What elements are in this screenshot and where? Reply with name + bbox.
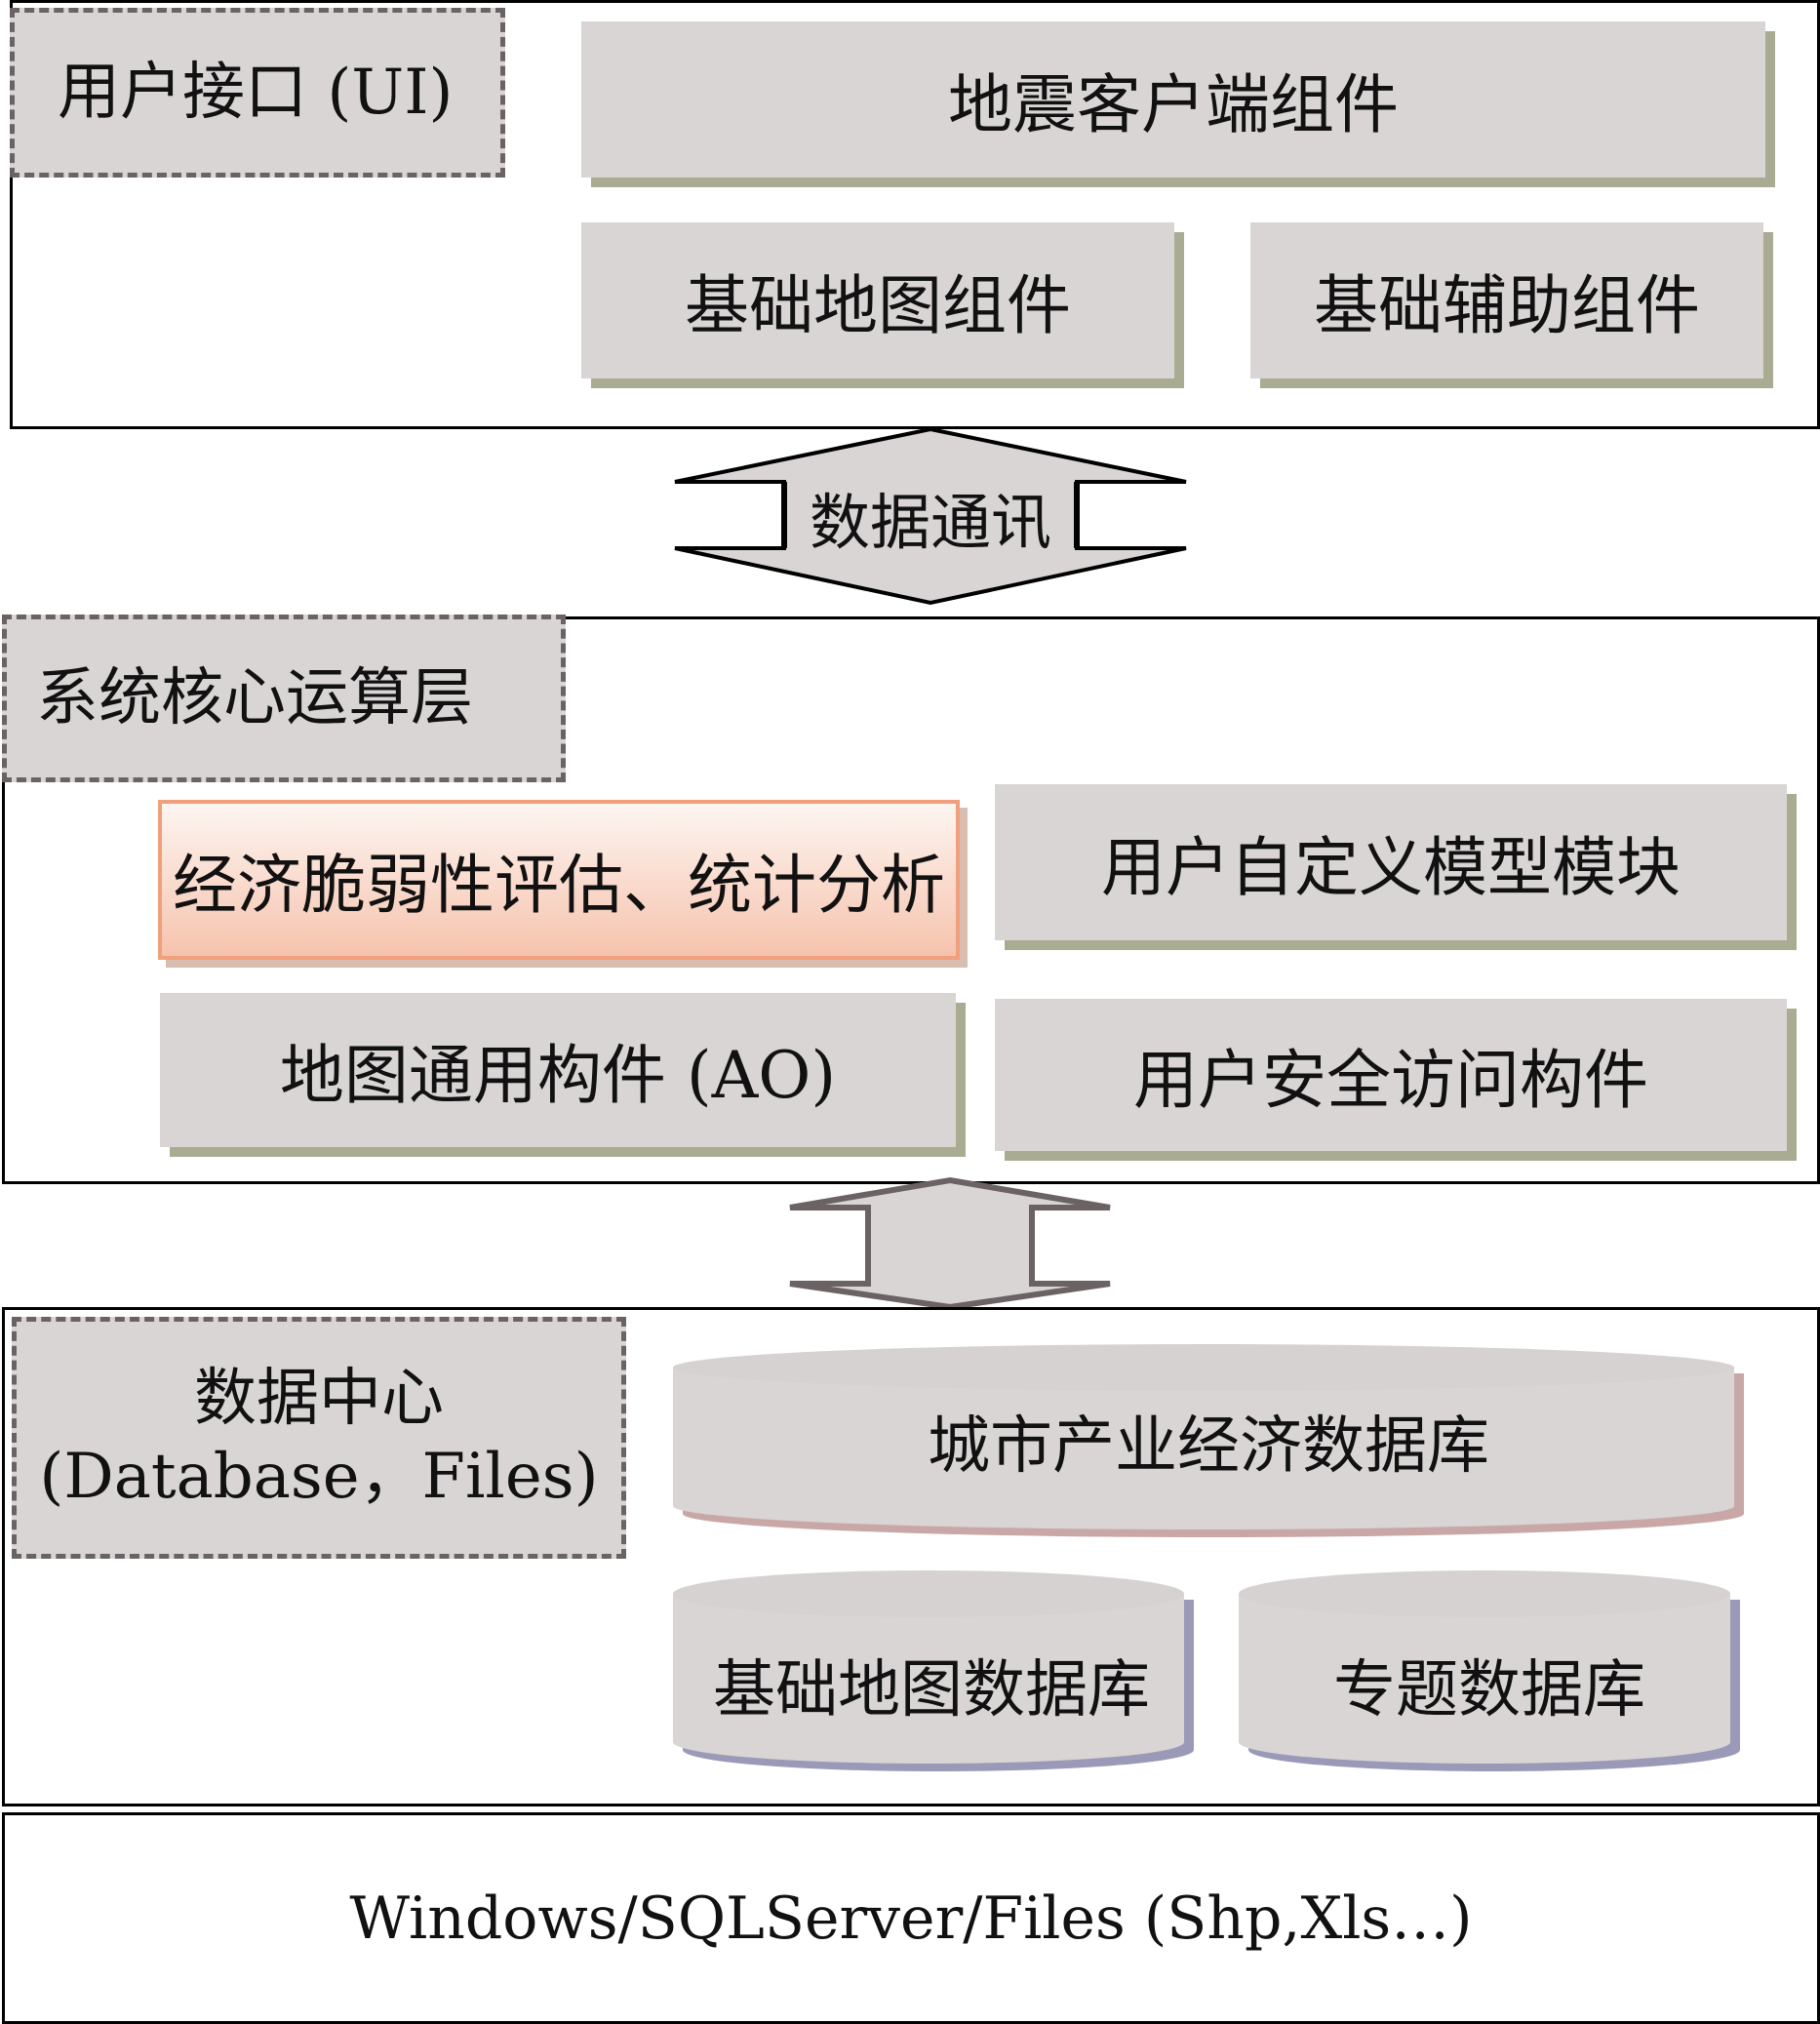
database-thematic: 专题数据库: [1239, 1570, 1740, 1775]
data-communication-arrow: [674, 426, 1187, 606]
component-seismic-client: 地震客户端组件: [581, 21, 1765, 178]
data-center-label: 数据中心 (Database，Files): [12, 1317, 626, 1559]
component-base-map: 基础地图组件: [581, 222, 1174, 378]
data-communication-label: 数据通讯: [809, 487, 1051, 558]
data-center-label-line2: (Database，Files): [39, 1441, 599, 1513]
database-urban-industry-economy: 城市产业经济数据库: [673, 1344, 1744, 1541]
database-base-map-label: 基础地图数据库: [713, 1654, 1150, 1726]
database-base-map: 基础地图数据库: [673, 1570, 1194, 1775]
platform-label: Windows/SQLServer/Files (Shp,Xls…): [349, 1884, 1473, 1953]
core-layer-label: 系统核心运算层: [2, 615, 566, 782]
component-user-defined-model: 用户自定义模型模块: [995, 784, 1787, 940]
core-data-arrow: [789, 1176, 1111, 1311]
component-economic-vulnerability: 经济脆弱性评估、统计分析: [158, 800, 960, 960]
database-urban-industry-economy-label: 城市产业经济数据库: [928, 1410, 1489, 1483]
ui-layer-label: 用户接口 (UI): [10, 8, 505, 178]
data-center-label-line1: 数据中心: [194, 1363, 444, 1435]
database-thematic-label: 专题数据库: [1333, 1654, 1645, 1726]
component-base-auxiliary: 基础辅助组件: [1250, 222, 1763, 378]
component-user-security-access: 用户安全访问构件: [995, 999, 1787, 1151]
platform-panel: Windows/SQLServer/Files (Shp,Xls…): [2, 1812, 1820, 2024]
component-map-common-ao: 地图通用构件 (AO): [160, 993, 956, 1147]
